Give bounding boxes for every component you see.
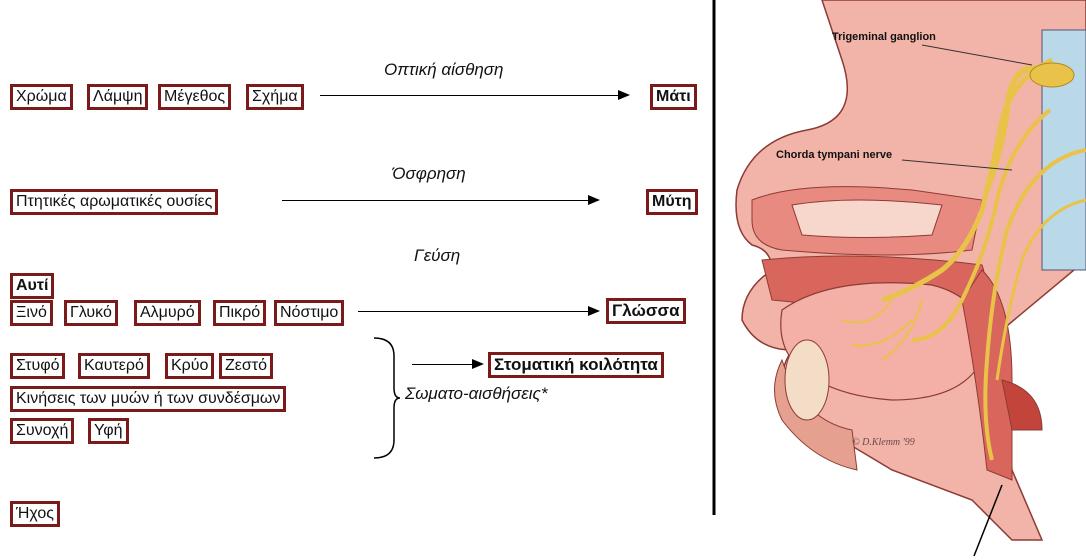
stimulus-box: Σχήμα bbox=[246, 84, 304, 110]
stimulus-box: Νόστιμο bbox=[274, 300, 344, 326]
stimulus-box: Ζεστό bbox=[219, 353, 273, 379]
stimulus-box: Συνοχή bbox=[10, 418, 74, 444]
smell-label: Όσφρηση bbox=[392, 164, 466, 184]
stimulus-box: Γλυκό bbox=[64, 300, 118, 326]
organ-box-nose: Μύτη bbox=[646, 189, 698, 215]
stimulus-box: Υφή bbox=[88, 418, 129, 444]
chorda-tympani-label: Chorda tympani nerve bbox=[776, 149, 892, 161]
trigeminal-ganglion-label: Trigeminal ganglion bbox=[832, 31, 936, 43]
taste-header-box: Αυτί bbox=[10, 273, 54, 299]
stimulus-box: Λάμψη bbox=[87, 84, 148, 110]
stimulus-box: Μέγεθος bbox=[158, 84, 231, 110]
vision-arrow bbox=[320, 95, 628, 96]
somato-label: Σωματο-αισθήσεις* bbox=[405, 384, 547, 404]
stimulus-box: Αλμυρό bbox=[134, 300, 201, 326]
organ-box-tongue: Γλώσσα bbox=[606, 298, 686, 324]
stimulus-box: Ξινό bbox=[10, 300, 53, 326]
organ-box-eye: Μάτι bbox=[650, 84, 697, 110]
stimulus-box: Κρύο bbox=[165, 353, 214, 379]
somato-arrow bbox=[412, 364, 482, 365]
stimulus-box: Πικρό bbox=[213, 300, 266, 326]
smell-arrow bbox=[282, 200, 598, 201]
vision-label: Οπτική αίσθηση bbox=[384, 60, 503, 80]
illustration-credit: © D.Klemm '99 bbox=[852, 437, 915, 448]
stimulus-box: Χρώμα bbox=[10, 84, 73, 110]
organ-box-oral-cavity: Στοματική κοιλότητα bbox=[488, 352, 664, 378]
stimulus-box: Κινήσεις των μυών ή των συνδέσμων bbox=[10, 386, 286, 412]
stimulus-box: Πτητικές αρωματικές ουσίες bbox=[10, 189, 218, 215]
stimulus-box: Ήχος bbox=[10, 501, 60, 527]
stimulus-box: Στυφό bbox=[10, 353, 65, 379]
taste-label: Γεύση bbox=[414, 246, 460, 266]
stimulus-box: Καυτερό bbox=[78, 353, 150, 379]
somato-bracket bbox=[372, 336, 402, 460]
head-anatomy-illustration: Trigeminal ganglion Chorda tympani nerve… bbox=[712, 0, 1086, 560]
taste-arrow bbox=[358, 311, 598, 312]
